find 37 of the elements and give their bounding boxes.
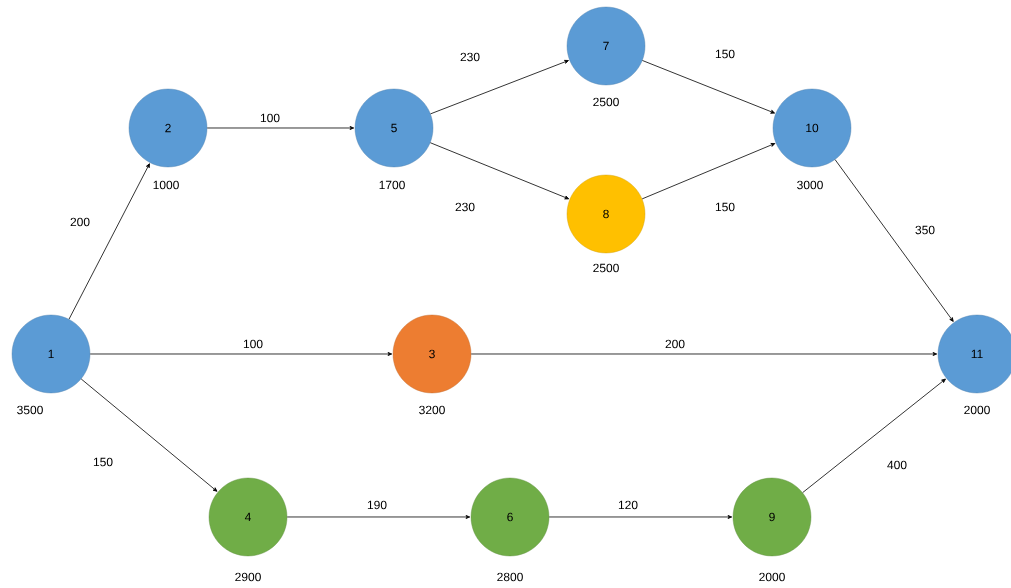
node-value: 3000	[797, 180, 823, 190]
node-value: 2900	[235, 572, 261, 582]
edge-label: 230	[460, 52, 480, 62]
edge-label: 200	[70, 217, 90, 227]
arrow	[802, 378, 946, 493]
node-value: 3200	[419, 405, 445, 415]
arrow	[430, 60, 569, 115]
arrow	[834, 159, 954, 322]
arrow	[89, 352, 393, 356]
edge-label: 150	[715, 202, 735, 212]
node-value: 1700	[379, 180, 405, 190]
edge-label: 230	[455, 202, 475, 212]
node-value: 2000	[759, 572, 785, 582]
edge-label: 400	[887, 460, 907, 470]
edge-label: 100	[243, 339, 263, 349]
node-value: 1000	[153, 180, 179, 190]
arrow	[641, 143, 776, 200]
node-value: 2500	[593, 263, 619, 273]
edge-label: 350	[915, 225, 935, 235]
edge-label: 150	[715, 49, 735, 59]
node-value: 2000	[964, 405, 990, 415]
node-value: 2800	[497, 572, 523, 582]
arrow	[642, 60, 775, 114]
arrow	[80, 378, 218, 492]
edge-label: 190	[367, 500, 387, 510]
arrow	[548, 515, 733, 519]
edge-label: 100	[260, 113, 280, 123]
arrow	[68, 163, 150, 320]
edge-label: 150	[93, 457, 113, 467]
edge-label: 120	[618, 500, 638, 510]
node-value: 2500	[593, 97, 619, 107]
edge-label: 200	[665, 339, 685, 349]
arrow	[286, 515, 471, 519]
node-value: 3500	[17, 405, 43, 415]
arrow	[470, 352, 938, 356]
arrow	[429, 142, 570, 200]
arrow	[206, 126, 355, 130]
